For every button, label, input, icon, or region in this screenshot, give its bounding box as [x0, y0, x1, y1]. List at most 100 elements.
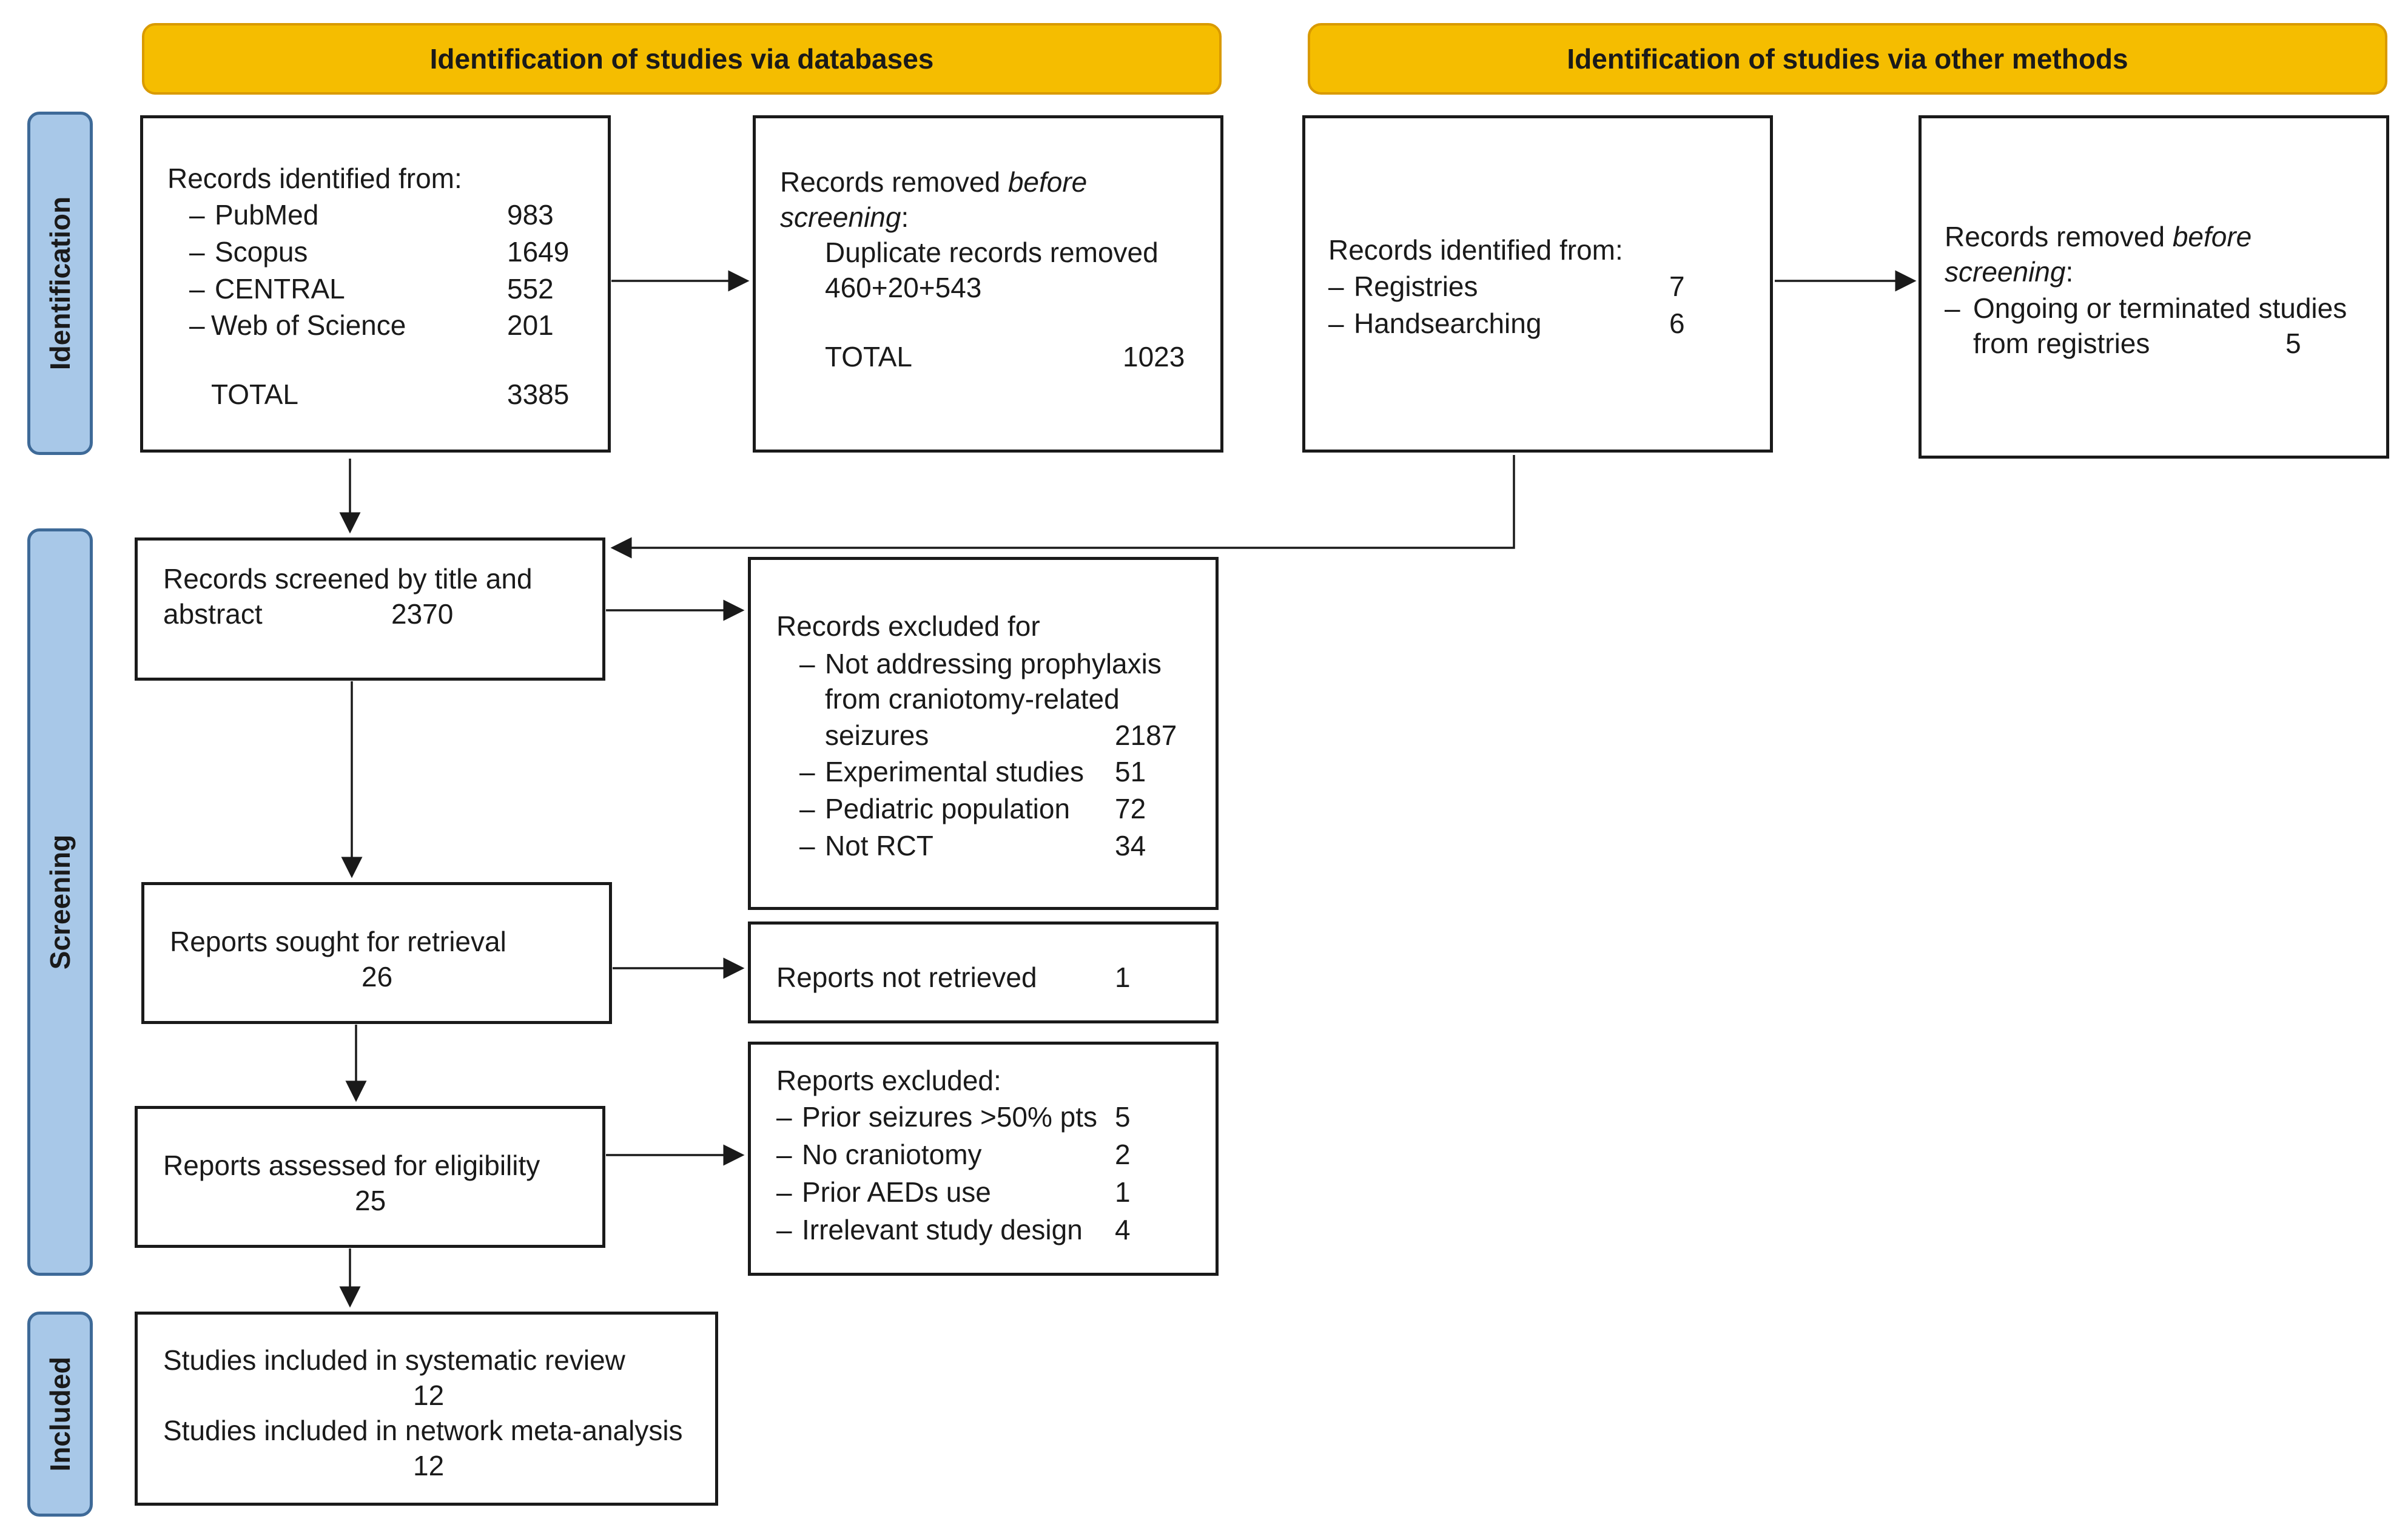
screened-label-line2: abstract — [163, 598, 263, 630]
removed-title-emphasis: screening — [780, 201, 901, 233]
excluded-title: Records excluded for — [776, 610, 1040, 642]
excluded-reason1-value: 2187 — [1115, 719, 1177, 751]
list-item-bullet: – — [799, 756, 815, 787]
other-removed-title-line2: screening: — [1945, 258, 2073, 286]
header-other-label: Identification of studies via other meth… — [1567, 43, 2128, 75]
arrow-other-to-screened — [610, 455, 1515, 559]
list-item-bullet: – — [776, 1214, 792, 1245]
assessed-value: 25 — [355, 1185, 386, 1216]
records-screened-box: Records screened by title and abstract 2… — [135, 537, 605, 681]
list-item-bullet: – — [799, 648, 815, 679]
other-identified-title: Records identified from: — [1328, 234, 1623, 266]
list-item-label: Registries — [1354, 271, 1478, 302]
records-excluded-box: Records excluded for – Not addressing pr… — [748, 557, 1219, 910]
ongoing-studies-label-line2: from registries — [1973, 328, 2150, 359]
removed-title-emphasis: before — [1007, 166, 1088, 198]
list-item-label: PubMed — [215, 199, 319, 231]
list-item-value: 6 — [1669, 308, 1685, 339]
db-removed-title-line1: Records removed before — [780, 168, 1087, 196]
list-item-value: 1 — [1115, 1176, 1131, 1208]
list-item-label: Experimental studies — [825, 756, 1084, 787]
db-records-removed-box: Records removed before screening: Duplic… — [753, 115, 1223, 453]
reports-assessed-box: Reports assessed for eligibility 25 — [135, 1106, 605, 1248]
excluded-reason1-line3: seizures — [825, 719, 929, 751]
list-item-value: 72 — [1115, 793, 1146, 824]
list-item-label: Irrelevant study design — [802, 1214, 1083, 1245]
db-removed-title-line2: screening: — [780, 203, 909, 231]
list-item-bullet: – — [189, 273, 205, 305]
phase-identification: Identification — [27, 112, 93, 455]
assessed-label: Reports assessed for eligibility — [163, 1150, 540, 1181]
phase-included: Included — [27, 1312, 93, 1517]
list-item-value: 5 — [1115, 1101, 1131, 1133]
header-databases-label: Identification of studies via databases — [429, 43, 934, 75]
db-removed-total-value: 1023 — [1123, 341, 1185, 372]
list-item-value: 2 — [1115, 1139, 1131, 1170]
duplicate-records-value: 460+20+543 — [825, 272, 982, 303]
excluded-reason1-line1: Not addressing prophylaxis — [825, 648, 1162, 679]
list-item-bullet: – — [776, 1176, 792, 1208]
removed-title-text: Records removed — [780, 166, 1008, 198]
sought-value: 26 — [362, 961, 393, 992]
not-retrieved-value: 1 — [1115, 962, 1131, 993]
list-item-value: 552 — [507, 273, 554, 305]
not-retrieved-label: Reports not retrieved — [776, 962, 1037, 993]
ongoing-studies-label-line1: Ongoing or terminated studies — [1973, 292, 2347, 324]
screened-label-line1: Records screened by title and — [163, 563, 533, 595]
list-item-label: Handsearching — [1354, 308, 1542, 339]
other-removed-title-line1: Records removed before — [1945, 223, 2252, 251]
reports-not-retrieved-box: Reports not retrieved 1 — [748, 921, 1219, 1023]
list-item-bullet: – — [189, 236, 205, 268]
included-review-label: Studies included in systematic review — [163, 1344, 625, 1376]
removed-title-colon: : — [901, 201, 909, 233]
list-item-label: Scopus — [215, 236, 308, 268]
db-removed-total-label: TOTAL — [825, 341, 912, 372]
list-item-bullet: – — [1328, 308, 1344, 339]
header-databases: Identification of studies via databases — [142, 23, 1222, 95]
reports-sought-box: Reports sought for retrieval 26 — [141, 882, 612, 1024]
screened-value: 2370 — [391, 598, 454, 630]
list-item-label: No craniotomy — [802, 1139, 982, 1170]
list-item-value: 51 — [1115, 756, 1146, 787]
removed-title-text: Records removed — [1945, 221, 2173, 252]
header-other-methods: Identification of studies via other meth… — [1308, 23, 2387, 95]
list-item-label: Prior AEDs use — [802, 1176, 991, 1208]
list-item-value: 983 — [507, 199, 554, 231]
list-item-value: 34 — [1115, 830, 1146, 861]
list-item-bullet: – — [799, 830, 815, 861]
db-identified-total-label: TOTAL — [211, 379, 298, 410]
included-nma-label: Studies included in network meta-analysi… — [163, 1415, 683, 1446]
reports-excluded-box: Reports excluded: – Prior seizures >50% … — [748, 1042, 1219, 1276]
list-item-value: 201 — [507, 309, 554, 341]
removed-title-emphasis: before — [2172, 221, 2252, 252]
list-item-value: 1649 — [507, 236, 570, 268]
phase-screening: Screening — [27, 528, 93, 1276]
list-item-bullet: – — [776, 1101, 792, 1133]
included-nma-value: 12 — [413, 1450, 445, 1481]
list-item-bullet: – — [1945, 292, 1960, 324]
studies-included-box: Studies included in systematic review 12… — [135, 1312, 718, 1506]
db-records-identified-box: Records identified from: – PubMed 983 – … — [140, 115, 611, 453]
included-review-value: 12 — [413, 1380, 445, 1411]
other-records-identified-box: Records identified from: – Registries 7 … — [1302, 115, 1773, 453]
list-item-bullet: – — [189, 309, 205, 341]
ongoing-studies-value: 5 — [2285, 328, 2301, 359]
list-item-label: CENTRAL — [215, 273, 345, 305]
db-identified-title: Records identified from: — [167, 163, 462, 194]
list-item-value: 7 — [1669, 271, 1685, 302]
list-item-bullet: – — [189, 199, 205, 231]
list-item-label: Pediatric population — [825, 793, 1071, 824]
list-item-bullet: – — [1328, 271, 1344, 302]
list-item-label: Web of Science — [211, 309, 406, 341]
reports-excluded-title: Reports excluded: — [776, 1065, 1001, 1096]
sought-label: Reports sought for retrieval — [170, 926, 506, 957]
list-item-label: Not RCT — [825, 830, 933, 861]
removed-title-colon: : — [2065, 256, 2074, 288]
duplicate-records-label: Duplicate records removed — [825, 237, 1159, 268]
excluded-reason1-line2: from craniotomy-related — [825, 683, 1120, 715]
list-item-bullet: – — [799, 793, 815, 824]
list-item-label: Prior seizures >50% pts — [802, 1101, 1098, 1133]
other-records-removed-box: Records removed before screening: – Ongo… — [1919, 115, 2389, 459]
list-item-bullet: – — [776, 1139, 792, 1170]
